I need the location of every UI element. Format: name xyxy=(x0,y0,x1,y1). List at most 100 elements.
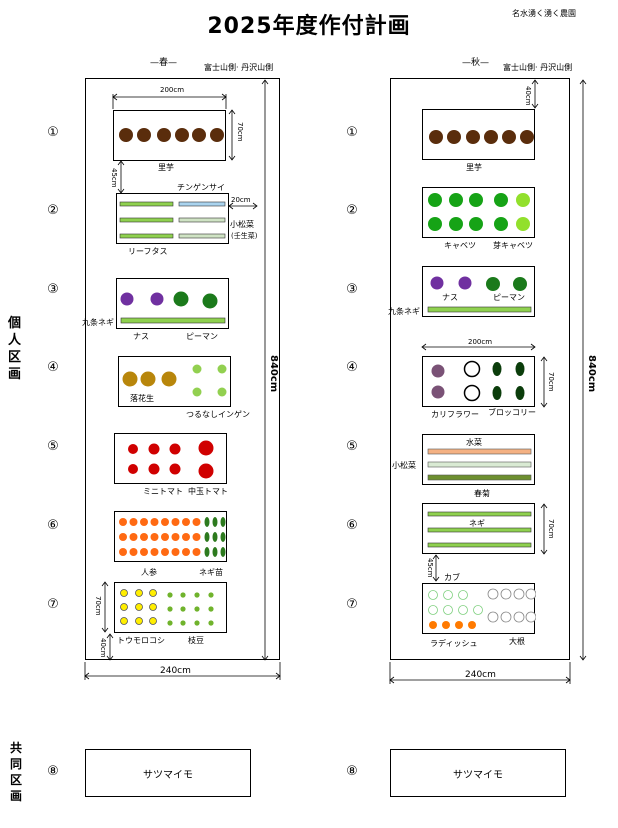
autumn-label-brussels-sprout: 芽キャベツ xyxy=(493,241,533,250)
plot-number-8-spring: ⑧ xyxy=(47,764,59,779)
spring-label-komatsuna: 小松菜 xyxy=(230,220,254,229)
autumn-dim-bed-width: 200cm xyxy=(468,338,493,346)
bush-bean-plant xyxy=(217,387,227,397)
turnip-plant xyxy=(443,590,453,600)
carrot-plant xyxy=(119,533,127,541)
spring-dim-side-gap: 20cm xyxy=(231,196,251,204)
plot-number-7-autumn: ⑦ xyxy=(346,597,358,612)
spring-bed-2 xyxy=(116,193,229,244)
taro-plant xyxy=(484,130,498,144)
carrot-plant xyxy=(161,533,169,541)
spring-label-pepper: ピーマン xyxy=(186,332,218,341)
autumn-bed-1 xyxy=(422,109,535,160)
autumn-label-mizuna: 水菜 xyxy=(466,438,482,447)
spring-bed-7 xyxy=(114,582,227,633)
turnip-plant xyxy=(458,590,468,600)
autumn-label-green-onion: 九条ネギ xyxy=(388,307,420,316)
mini-tomato-plant xyxy=(169,463,181,475)
daikon-plant xyxy=(500,611,512,623)
green-onion-row xyxy=(427,306,532,313)
spring-label-bok-choy: チンゲンサイ xyxy=(177,183,225,192)
autumn-label-cauliflower: カリフラワー xyxy=(431,410,479,419)
carrot-plant xyxy=(161,518,169,526)
corn-plant xyxy=(135,617,143,625)
spring-label-mini-tomato: ミニトマト xyxy=(143,487,183,496)
bok-choy-row xyxy=(178,201,226,207)
spring-dim-bed-width: 200cm xyxy=(160,86,185,94)
plot-number-6-spring: ⑥ xyxy=(47,518,59,533)
mini-tomato-plant xyxy=(128,444,138,454)
carrot-plant xyxy=(161,548,169,556)
daikon-plant xyxy=(487,588,499,600)
pepper-plant xyxy=(486,277,500,291)
autumn-label-komatsuna: 小松菜 xyxy=(392,461,416,470)
taro-plant xyxy=(137,128,151,142)
daikon-plant xyxy=(525,588,536,600)
daikon-plant xyxy=(487,611,499,623)
plot-number-4-spring: ④ xyxy=(47,360,59,375)
spring-label-carrot: 人参 xyxy=(141,568,157,577)
spring-bed-5-plants xyxy=(128,440,214,479)
spring-dim-plot-width: 240cm xyxy=(160,666,191,676)
mizuna-row xyxy=(427,448,532,455)
peanut-plant xyxy=(122,371,138,387)
autumn-bed-2 xyxy=(422,187,535,238)
green-onion-row xyxy=(427,511,532,517)
plot-number-5-spring: ⑤ xyxy=(47,439,59,454)
plot-number-5-autumn: ⑤ xyxy=(346,439,358,454)
onion-seedling-plant xyxy=(212,547,218,557)
corn-plant xyxy=(120,617,128,625)
corn-plant xyxy=(135,589,143,597)
spring-label-peanut: 落花生 xyxy=(130,394,154,403)
onion-seedling-plant xyxy=(220,517,226,527)
spring-bed-1-plants xyxy=(119,128,224,142)
spring-header: —春— xyxy=(150,58,178,68)
mini-tomato-plant xyxy=(128,464,138,474)
corn-plant xyxy=(149,617,157,625)
spring-bed-1 xyxy=(113,110,226,161)
broccoli-plant xyxy=(515,386,525,400)
taro-plant xyxy=(466,130,480,144)
plot-number-6-autumn: ⑥ xyxy=(346,518,358,533)
taro-plant xyxy=(119,128,133,142)
radish-plant xyxy=(468,621,476,629)
brussels-sprout-plant xyxy=(494,193,508,207)
cabbage-plant xyxy=(449,217,463,231)
plot-number-4-autumn: ④ xyxy=(346,360,358,375)
edamame-plant xyxy=(194,606,200,612)
spring-label-mibuna: (壬生菜) xyxy=(231,232,258,240)
autumn-dim-gap: 45cm xyxy=(426,558,434,578)
eggplant-plant xyxy=(120,292,134,306)
plot-number-1-autumn: ① xyxy=(346,125,358,140)
autumn-dim-plot-width: 240cm xyxy=(465,670,496,680)
edamame-plant xyxy=(180,606,186,612)
autumn-bed-3 xyxy=(422,266,535,317)
autumn-label-taro: 里芋 xyxy=(466,163,482,172)
autumn-bed-4-plants xyxy=(431,360,525,402)
carrot-plant xyxy=(150,533,159,541)
edamame-plant xyxy=(208,620,214,626)
brussels-sprout-plant xyxy=(516,217,530,231)
carrot-plant xyxy=(140,548,148,556)
cabbage-plant xyxy=(469,193,483,207)
onion-seedling-plant xyxy=(204,517,210,527)
spring-label-green-onion: 九条ネギ xyxy=(82,318,114,327)
spring-bed-6-plants xyxy=(119,517,226,557)
bush-bean-plant xyxy=(217,364,227,374)
carrot-plant xyxy=(171,548,180,556)
spring-label-eggplant: ナス xyxy=(133,332,149,341)
spring-label-edamame: 枝豆 xyxy=(188,636,204,645)
taro-plant xyxy=(447,130,461,144)
autumn-dim-plot-height: 840cm xyxy=(586,355,597,393)
komatsuna-row xyxy=(427,461,532,468)
corn-plant xyxy=(149,603,157,611)
carrot-plant xyxy=(192,533,201,541)
spring-dim-gap: 45cm xyxy=(110,168,118,188)
edamame-plant xyxy=(194,620,200,626)
cabbage-plant xyxy=(449,193,463,207)
turnip-plant xyxy=(428,590,438,600)
spring-dim-bottom-gap: 40cm xyxy=(99,638,107,658)
brussels-sprout-plant xyxy=(516,193,530,207)
carrot-plant xyxy=(182,533,190,541)
komatsuna-row xyxy=(178,217,226,223)
